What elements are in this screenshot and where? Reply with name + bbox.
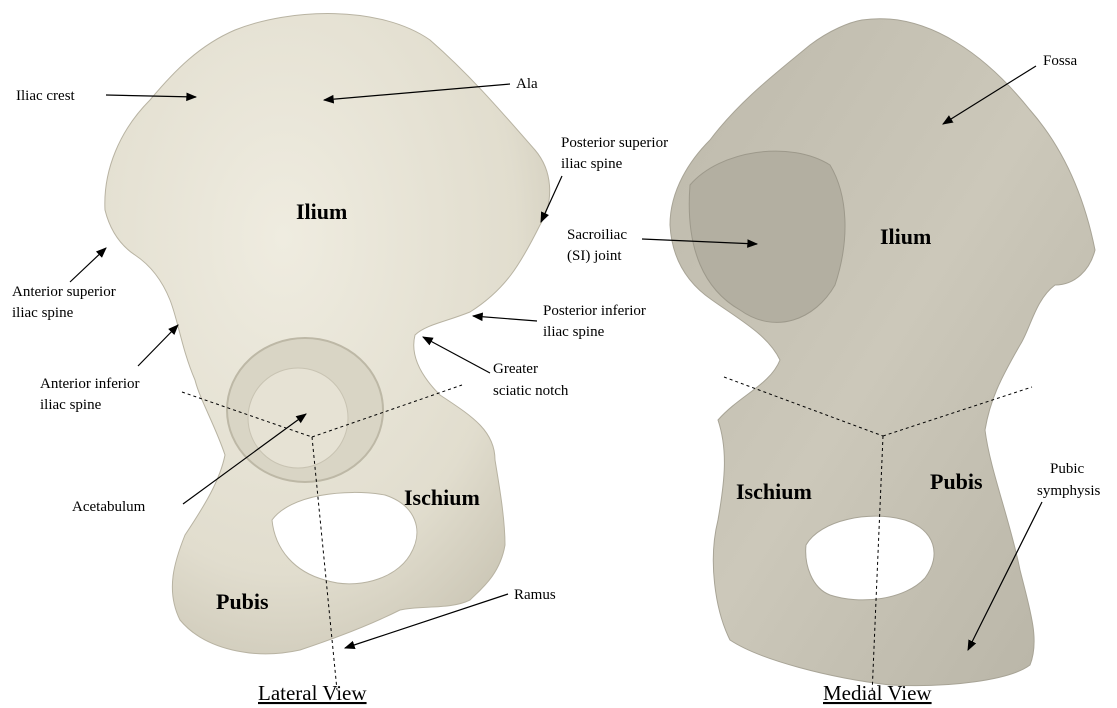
region-ischium-label: Ischium bbox=[404, 485, 480, 510]
label-psis-2: iliac spine bbox=[561, 156, 623, 172]
label-aiis-1: Anterior inferior bbox=[40, 376, 140, 392]
arrow-asis bbox=[70, 248, 106, 282]
medial-view-caption: Medial View bbox=[823, 681, 932, 705]
medial-region-ischium-label: Ischium bbox=[736, 479, 812, 504]
lateral-view-caption: Lateral View bbox=[258, 681, 367, 705]
label-si-2: (SI) joint bbox=[567, 248, 622, 264]
acetabulum-inner bbox=[248, 368, 348, 468]
label-psis-1: Posterior superior bbox=[561, 135, 668, 151]
label-ramus: Ramus bbox=[514, 587, 556, 603]
label-iliac-crest: Iliac crest bbox=[16, 88, 76, 104]
label-fossa: Fossa bbox=[1043, 53, 1078, 69]
arrow-piis bbox=[473, 316, 537, 321]
arrow-gsn bbox=[423, 337, 490, 373]
label-piis-2: iliac spine bbox=[543, 324, 605, 340]
lateral-view: Ilium Ischium Pubis Iliac crest Ala Post… bbox=[12, 14, 668, 705]
region-ilium-label: Ilium bbox=[296, 199, 347, 224]
label-piis-1: Posterior inferior bbox=[543, 303, 646, 319]
medial-view: Ilium Ischium Pubis Fossa Sacroiliac (SI… bbox=[567, 19, 1101, 705]
label-pubic-1: Pubic bbox=[1050, 461, 1085, 477]
medial-region-pubis-label: Pubis bbox=[930, 469, 983, 494]
label-gsn-1: Greater bbox=[493, 361, 538, 377]
region-pubis-label: Pubis bbox=[216, 589, 269, 614]
label-ala: Ala bbox=[516, 76, 538, 92]
medial-region-ilium-label: Ilium bbox=[880, 224, 931, 249]
label-pubic-2: symphysis bbox=[1037, 483, 1101, 499]
label-aiis-2: iliac spine bbox=[40, 397, 102, 413]
label-asis-2: iliac spine bbox=[12, 305, 74, 321]
arrow-aiis bbox=[138, 325, 178, 366]
label-acetabulum: Acetabulum bbox=[72, 499, 146, 515]
label-gsn-2: sciatic notch bbox=[493, 383, 569, 399]
label-asis-1: Anterior superior bbox=[12, 284, 116, 300]
label-si-1: Sacroiliac bbox=[567, 227, 627, 243]
